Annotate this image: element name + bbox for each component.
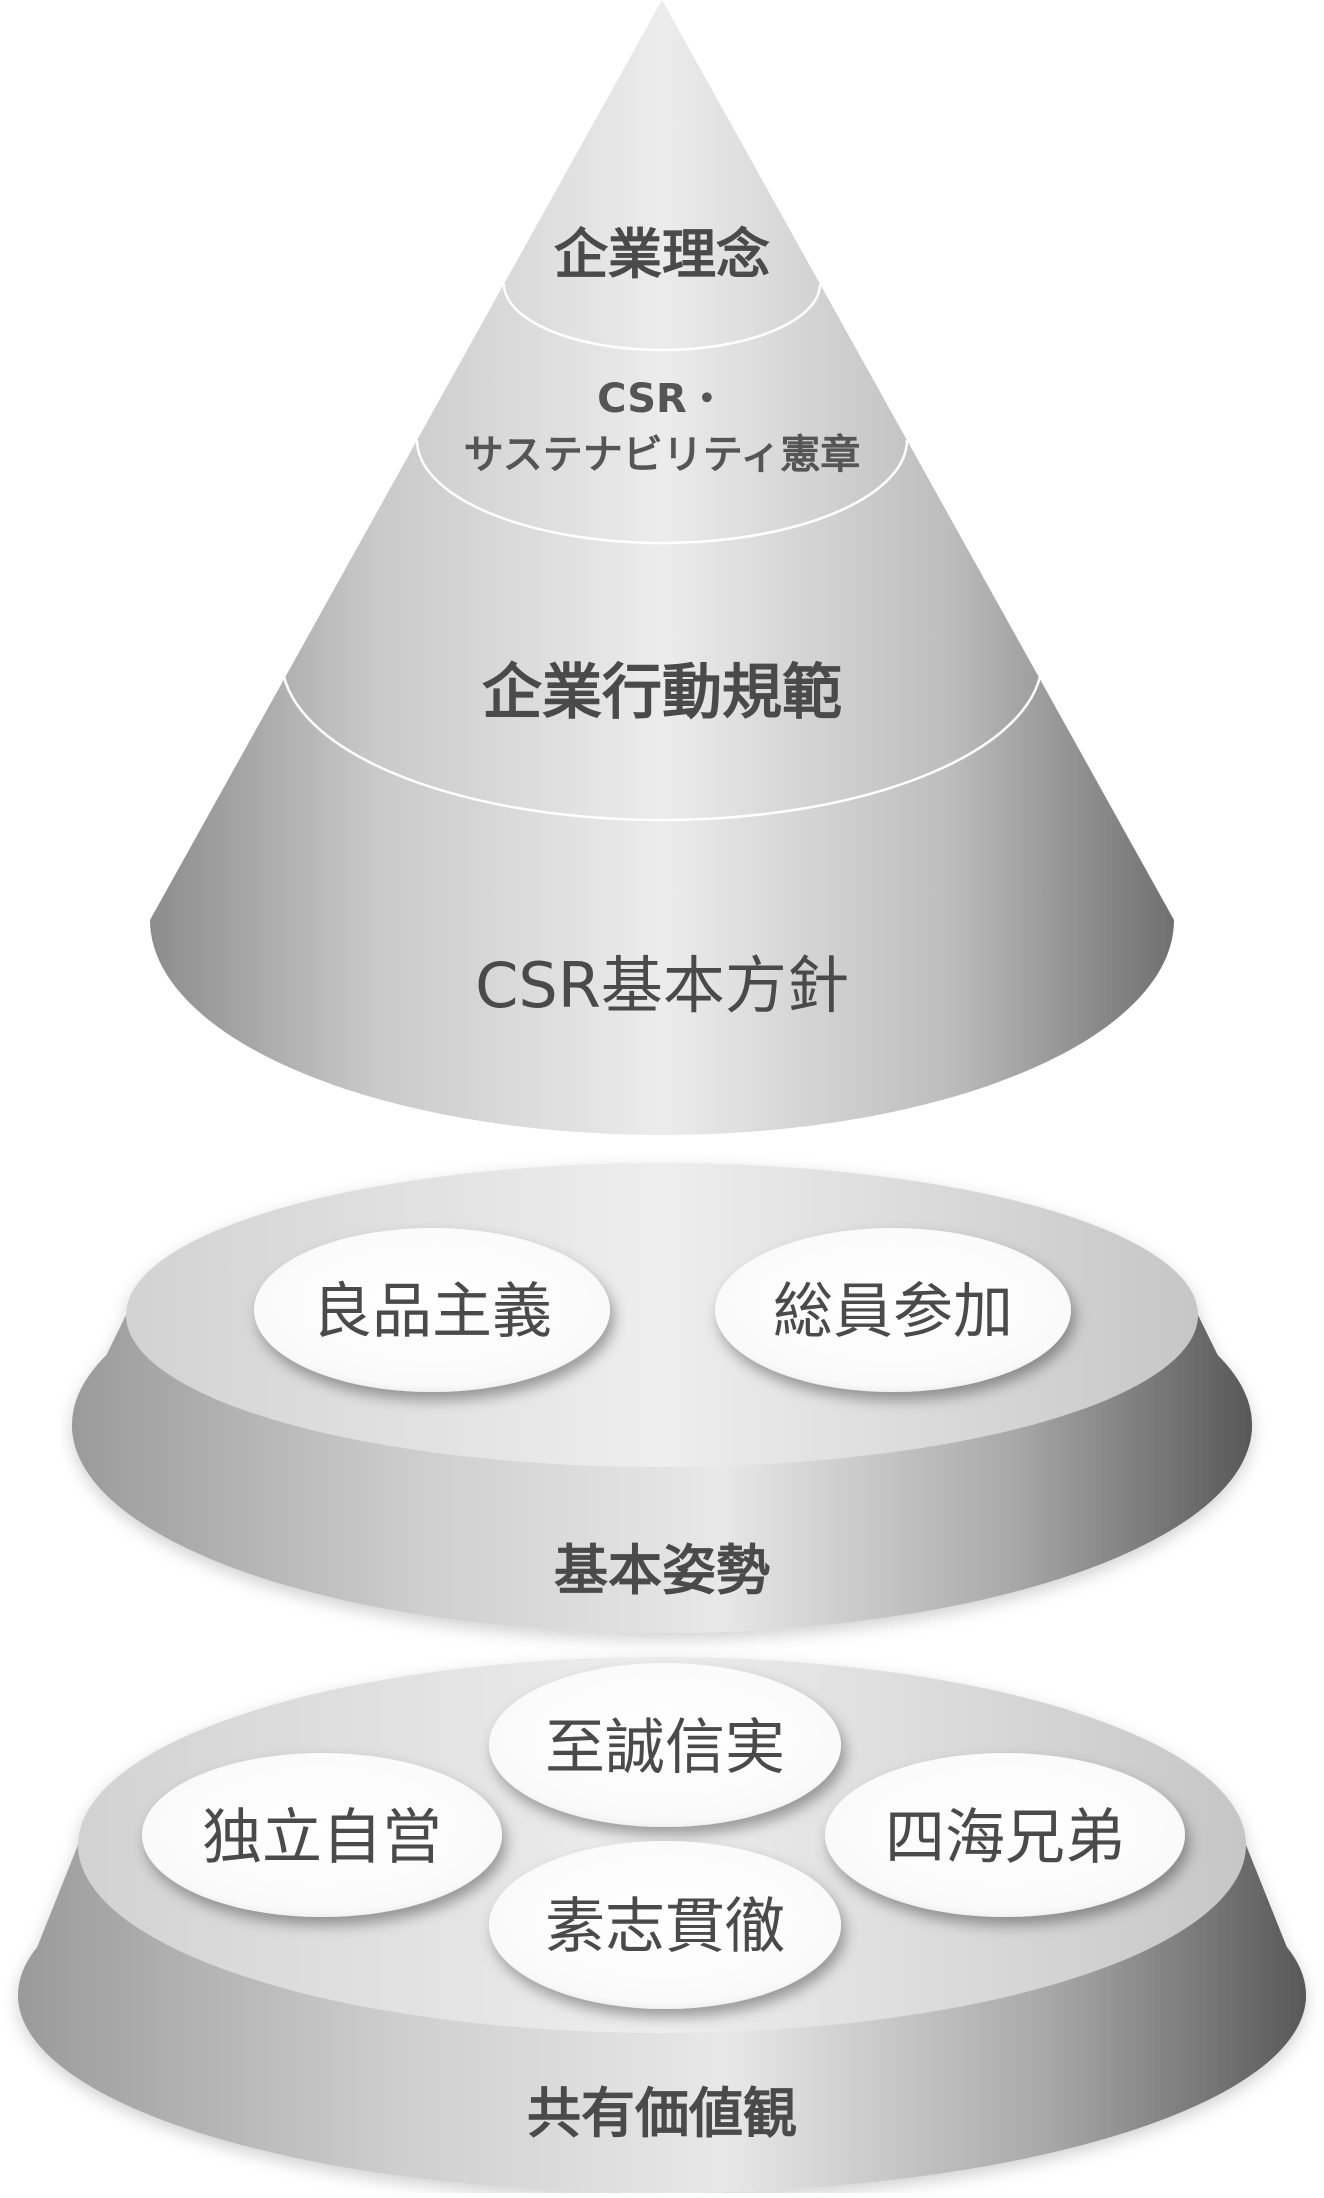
tier-3-label: 企業行動規範 <box>482 658 842 728</box>
tier-2-label-line-1: CSR・ <box>597 376 727 422</box>
cone-tier-line-3 <box>280 659 1044 822</box>
basic-stance-pill-1 <box>254 1228 610 1392</box>
basic-stance-item-2: 総員参加 <box>715 1228 1071 1392</box>
tier-4-label: CSR基本方針 <box>475 949 849 1022</box>
basic-stance-pill-2 <box>715 1228 1071 1392</box>
shared-values-item-1: 至誠信実 <box>489 1663 841 1827</box>
basic-stance-item-1: 良品主義 <box>254 1228 610 1392</box>
shared-values-item-4-label: 素志貫徹 <box>545 1892 785 1962</box>
tier-2-label-line-2: サステナビリティ憲章 <box>464 432 861 478</box>
cone: 企業理念 CSR・ サステナビリティ憲章 企業行動規範 CSR基本方針 <box>150 0 1174 1135</box>
tier-1-label: 企業理念 <box>554 223 770 286</box>
shared-values-item-3: 四海兄弟 <box>825 1753 1185 1917</box>
basic-stance-item-1-label: 良品主義 <box>312 1277 552 1347</box>
basic-stance-item-2-label: 総員参加 <box>773 1277 1013 1347</box>
shared-values-item-4: 素志貫徹 <box>489 1841 841 2009</box>
shared-values-item-3-label: 四海兄弟 <box>885 1803 1125 1873</box>
shared-values-pill-1 <box>489 1663 841 1827</box>
shared-values-item-2: 独立自営 <box>142 1753 502 1917</box>
cone-body <box>150 0 1174 1135</box>
cone-tier-line-2 <box>415 439 909 545</box>
cone-tier-line-1 <box>502 283 822 352</box>
shared-values-title: 共有価値観 <box>527 2082 797 2145</box>
basic-stance-title: 基本姿勢 <box>554 1539 770 1602</box>
shared-values-pill-4 <box>489 1841 841 2009</box>
shared-values-pill-3 <box>825 1753 1185 1917</box>
shared-values-item-2-label: 独立自営 <box>202 1803 442 1873</box>
shared-values-item-1-label: 至誠信実 <box>545 1713 785 1783</box>
shared-values-pill-2 <box>142 1753 502 1917</box>
